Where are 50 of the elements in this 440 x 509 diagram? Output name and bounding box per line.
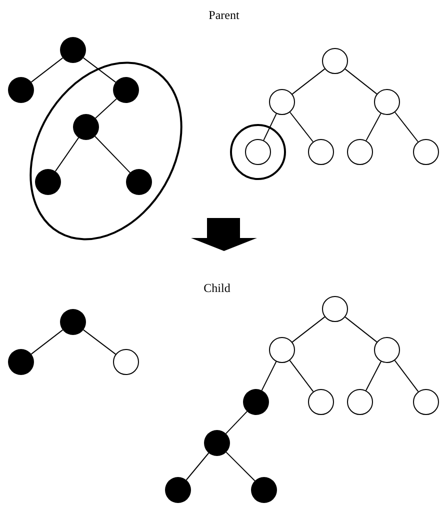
tree-branch	[366, 112, 382, 142]
tree-branch	[30, 329, 64, 355]
filled-tree-node	[8, 77, 34, 103]
filled-tree-node	[73, 114, 99, 140]
tree-branch	[344, 316, 378, 342]
filled-tree-node	[35, 169, 61, 195]
hollow-tree-node	[245, 139, 271, 165]
tree-branch	[225, 410, 248, 434]
tree-branch	[226, 452, 256, 482]
hollow-tree-node	[322, 296, 348, 322]
tree-branch	[82, 329, 116, 355]
hollow-tree-node	[347, 389, 373, 415]
tree-branch	[54, 137, 80, 172]
filled-tree-node	[251, 477, 277, 503]
filled-tree-node	[60, 37, 86, 63]
tree-branch	[290, 112, 314, 142]
filled-tree-node	[126, 169, 152, 195]
tree-branch	[94, 136, 130, 174]
tree-branch	[394, 360, 419, 392]
hollow-tree-node	[308, 389, 334, 415]
tree-branch	[82, 57, 116, 83]
tree-branch	[394, 112, 418, 142]
filled-tree-node	[204, 430, 230, 456]
hollow-tree-node	[269, 89, 295, 115]
hollow-tree-node	[113, 349, 139, 375]
hollow-tree-node	[413, 389, 439, 415]
filled-tree-node	[113, 77, 139, 103]
hollow-tree-node	[347, 139, 373, 165]
hollow-tree-node	[374, 337, 400, 363]
filled-tree-node	[60, 309, 86, 335]
hollow-tree-node	[269, 337, 295, 363]
hollow-tree-node	[374, 89, 400, 115]
filled-tree-node	[243, 389, 269, 415]
tree-branch	[263, 113, 277, 141]
hollow-tree-node	[322, 48, 348, 74]
tree-branch	[95, 98, 117, 119]
tree-branch	[30, 57, 64, 83]
tree-branch	[344, 68, 378, 94]
tree-branch	[366, 361, 382, 391]
hollow-tree-node	[413, 139, 439, 165]
filled-tree-node	[8, 349, 34, 375]
tree-branch	[292, 68, 326, 95]
section-heading: Child	[204, 282, 230, 294]
section-heading: Parent	[208, 9, 240, 21]
tree-branch	[261, 361, 277, 391]
tree-branch	[292, 316, 326, 343]
hollow-tree-node	[308, 139, 334, 165]
tree-branch	[186, 452, 210, 480]
filled-tree-node	[165, 477, 191, 503]
tree-branch	[289, 360, 314, 392]
